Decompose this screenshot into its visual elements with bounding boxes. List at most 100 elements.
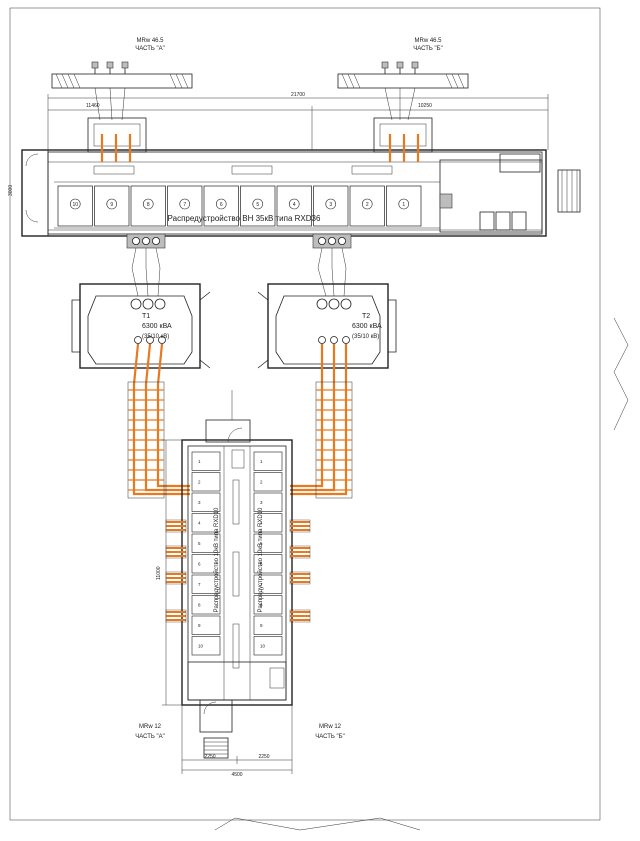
- lv-cell-b: 7: [253, 574, 283, 594]
- hv-outgoing-b: [312, 233, 352, 297]
- feeder-termination: [289, 545, 311, 559]
- lv-cell-b: 3: [253, 492, 283, 512]
- hv-cell: 4: [276, 185, 312, 227]
- dim-left: 11460: [86, 103, 100, 109]
- mrw-top-a-label: MRw 46.5: [136, 38, 164, 44]
- hv-cell: 1: [386, 185, 422, 227]
- hv-cell: 5: [240, 185, 276, 227]
- lv-cell-a: 5: [191, 533, 221, 553]
- lv-cell-number: 2: [260, 480, 263, 485]
- dim-lv-total: 4500: [231, 772, 242, 778]
- hv-outgoing-a: [126, 233, 166, 297]
- lv-switchgear-title-b: Распредустройство 10кВ типа RXD10: [257, 507, 264, 612]
- lv-cell-a: 1: [191, 451, 221, 471]
- lv-cell-a: 6: [191, 554, 221, 574]
- lv-cell-b: 9: [253, 615, 283, 635]
- portal-b: [337, 61, 469, 121]
- part-top-b-label: ЧАСТЬ "Б": [413, 46, 442, 52]
- hv-bushing-b: [373, 117, 433, 162]
- break-line-right: [613, 317, 629, 431]
- feeder-termination: [289, 519, 311, 533]
- lv-cell-number: 3: [260, 500, 263, 505]
- hv-cell-number: 9: [110, 202, 113, 208]
- part-top-a-label: ЧАСТЬ "А": [135, 46, 165, 52]
- feeder-termination: [289, 571, 311, 585]
- hv-cell-number: 1: [402, 202, 405, 208]
- t2-voltage: (35/10 кВ): [352, 334, 379, 340]
- dim-total: 21700: [291, 92, 305, 98]
- hv-cell: 3: [313, 185, 349, 227]
- lv-cell-number: 4: [260, 521, 263, 526]
- lv-cell-a: 7: [191, 574, 221, 594]
- mrw-bot-a-label: MRw 12: [139, 724, 162, 730]
- dim-right: 10250: [418, 103, 432, 109]
- lv-cell-a: 2: [191, 472, 221, 492]
- lv-cell-a: 3: [191, 492, 221, 512]
- hv-cell-number: 4: [293, 202, 296, 208]
- lv-cell-number: 6: [260, 562, 263, 567]
- portal-a: [51, 61, 193, 121]
- lv-cell-number: 6: [198, 562, 201, 567]
- feeder-cable-terminations: [165, 519, 311, 623]
- part-bot-b-label: ЧАСТЬ "Б": [315, 734, 344, 740]
- break-line-bottom: [214, 817, 421, 831]
- hv-cell-number: 3: [329, 202, 332, 208]
- lv-cell-number: 2: [198, 480, 201, 485]
- cable-tray-rungs: [128, 389, 352, 491]
- hv-cell: 2: [349, 185, 385, 227]
- sheet-frame: [9, 7, 601, 821]
- lv-cell-number: 9: [198, 623, 201, 628]
- mrw-bot-b-label: MRw 12: [319, 724, 342, 730]
- mrw-top-b-label: MRw 46.5: [414, 38, 442, 44]
- lv-cell-number: 8: [260, 603, 263, 608]
- feeder-termination: [289, 609, 311, 623]
- feeder-termination: [165, 571, 187, 585]
- lv-cell-number: 10: [260, 644, 266, 649]
- hv-cell-number: 6: [220, 202, 223, 208]
- cable-tray-right: [290, 344, 353, 499]
- lv-cell-b: 8: [253, 595, 283, 615]
- hv-cell: 8: [130, 185, 166, 227]
- dim-lv-right: 2250: [258, 754, 269, 760]
- hv-cell-number: 10: [72, 202, 78, 208]
- feeder-termination: [165, 609, 187, 623]
- dim-lv-left: 2250: [204, 754, 215, 760]
- hv-cell-number: 8: [147, 202, 150, 208]
- hv-cell: 7: [167, 185, 203, 227]
- part-bot-a-label: ЧАСТЬ "А": [135, 734, 165, 740]
- dim-height: 3000: [8, 185, 14, 196]
- hv-cell-row: 10 9 8 7 6 5 4 3 2 1: [57, 185, 422, 227]
- hv-bushing-a: [87, 117, 147, 162]
- lv-cell-a: 4: [191, 513, 221, 533]
- lv-cell-a: 9: [191, 615, 221, 635]
- t1-voltage: (35/10 кВ): [142, 334, 169, 340]
- lv-cell-a: 8: [191, 595, 221, 615]
- hv-cell-number: 5: [256, 202, 259, 208]
- lv-cell-number: 1: [260, 459, 263, 464]
- lv-switchgear-title-a: Распредустройство 10кВ типа RXD10: [213, 507, 220, 612]
- hv-cell: 10: [57, 185, 93, 227]
- lv-cell-number: 1: [198, 459, 201, 464]
- lv-cell-b: 6: [253, 554, 283, 574]
- feeder-termination: [165, 545, 187, 559]
- cable-tray-left: [127, 343, 190, 499]
- transformer-t2: [257, 283, 397, 369]
- lv-cell-number: 9: [260, 623, 263, 628]
- lv-cell-b: 4: [253, 513, 283, 533]
- hv-building: [21, 94, 581, 237]
- t2-label: T2: [362, 313, 370, 320]
- hv-cell: 9: [94, 185, 130, 227]
- hv-cell: 6: [203, 185, 239, 227]
- lv-cell-number: 10: [198, 644, 204, 649]
- t2-power: 6300 кВА: [352, 323, 382, 330]
- lv-cell-number: 5: [198, 541, 201, 546]
- lv-cell-number: 7: [198, 582, 201, 587]
- lv-cell-a: 10: [191, 636, 221, 656]
- lv-cell-b: 2: [253, 472, 283, 492]
- lv-cell-number: 7: [260, 582, 263, 587]
- lv-cell-b: 10: [253, 636, 283, 656]
- hv-switchgear-title: Распредустройство ВН 35кВ типа RXD36: [168, 214, 321, 223]
